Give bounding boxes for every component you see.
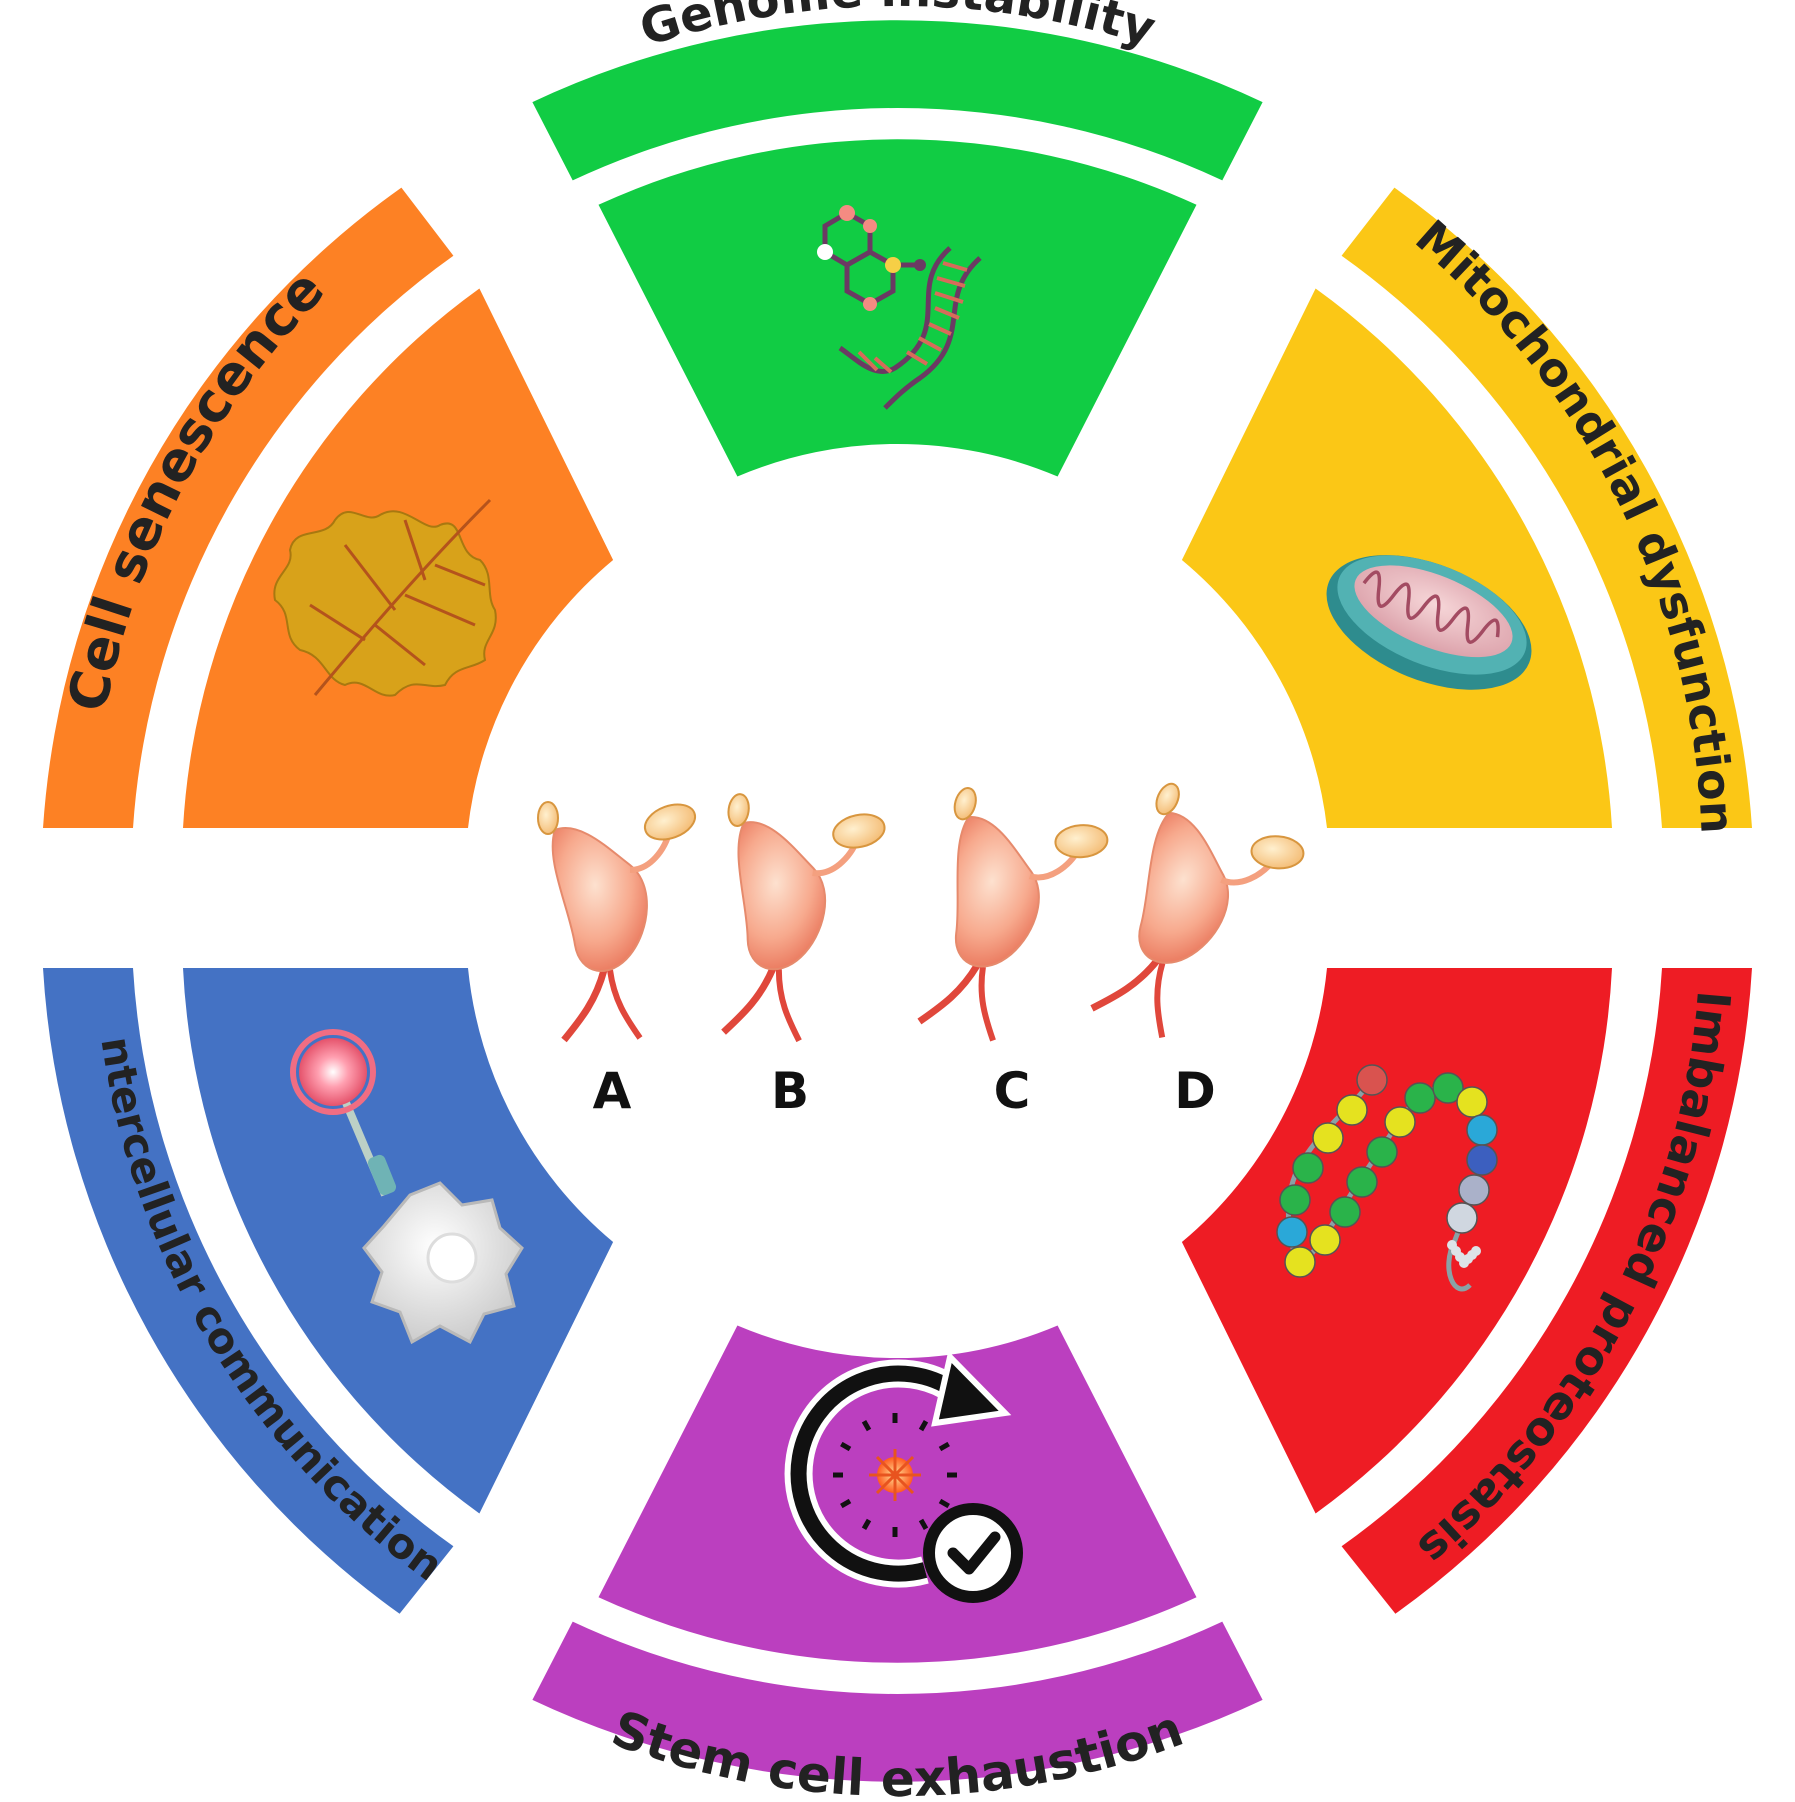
protein-bead	[1466, 1114, 1498, 1146]
segment-stem-inner-panel	[598, 1325, 1197, 1663]
segment-proteo-outer-band	[1341, 968, 1752, 1614]
protein-bead	[1329, 1196, 1361, 1228]
segment-genome-instability: Genome instability	[532, 0, 1263, 477]
segment-mitochondrial-dysfunction: Mitochondrial dysfunction	[1181, 187, 1752, 835]
segment-genome-inner-panel	[598, 139, 1197, 477]
protein-bead	[1471, 1246, 1481, 1256]
protein-bead	[1312, 1122, 1344, 1154]
stage-label-b: B	[771, 1062, 809, 1120]
segment-proteo-inner-panel	[1181, 968, 1612, 1514]
stage-label-d: D	[1174, 1062, 1216, 1120]
protein-bead	[1466, 1144, 1498, 1176]
protein-bead	[1446, 1202, 1478, 1234]
protein-bead	[1432, 1072, 1464, 1104]
autumn-leaf-icon	[273, 498, 497, 697]
stem-cell-cycle-icon	[784, 1350, 1023, 1603]
segment-imbalanced-proteostasis: Imbalanced proteostasis	[1181, 968, 1752, 1614]
protein-bead	[1284, 1246, 1316, 1278]
protein-bead	[1458, 1174, 1490, 1206]
protein-bead	[1456, 1086, 1488, 1118]
protein-bead	[1279, 1184, 1311, 1216]
segment-cell-senescence: Cell senescence	[43, 187, 614, 829]
protein-bead	[1356, 1064, 1388, 1096]
uterus-ovary-icon	[537, 801, 697, 1043]
cell-signaling-icon	[290, 1029, 524, 1345]
segment-genome-outer-band	[532, 20, 1263, 181]
segment-mito-outer-band	[1341, 187, 1752, 829]
segment-stem-cell-exhaustion: Stem cell exhaustion	[532, 1325, 1263, 1802]
protein-bead	[1366, 1136, 1398, 1168]
uterus-ovary-icon	[917, 787, 1109, 1042]
segment-senesc-outer-band	[43, 187, 454, 829]
protein-bead	[1276, 1216, 1308, 1248]
mitochondrion-icon	[1326, 555, 1532, 690]
protein-bead	[1336, 1094, 1368, 1126]
uterus-ovary-icon	[1090, 782, 1305, 1038]
protein-bead	[1292, 1152, 1324, 1184]
protein-bead	[1346, 1166, 1378, 1198]
uterus-ovary-icon	[721, 793, 886, 1043]
protein-bead	[1309, 1224, 1341, 1256]
segment-stem-outer-band	[532, 1621, 1263, 1782]
stage-label-a: A	[593, 1062, 632, 1120]
protein-chain-icon	[1276, 1064, 1498, 1292]
protein-bead	[1404, 1082, 1436, 1114]
segment-comm-outer-band	[43, 968, 454, 1614]
dna-icon	[817, 205, 982, 410]
stage-label-c: C	[994, 1062, 1031, 1120]
protein-bead	[1384, 1106, 1416, 1138]
